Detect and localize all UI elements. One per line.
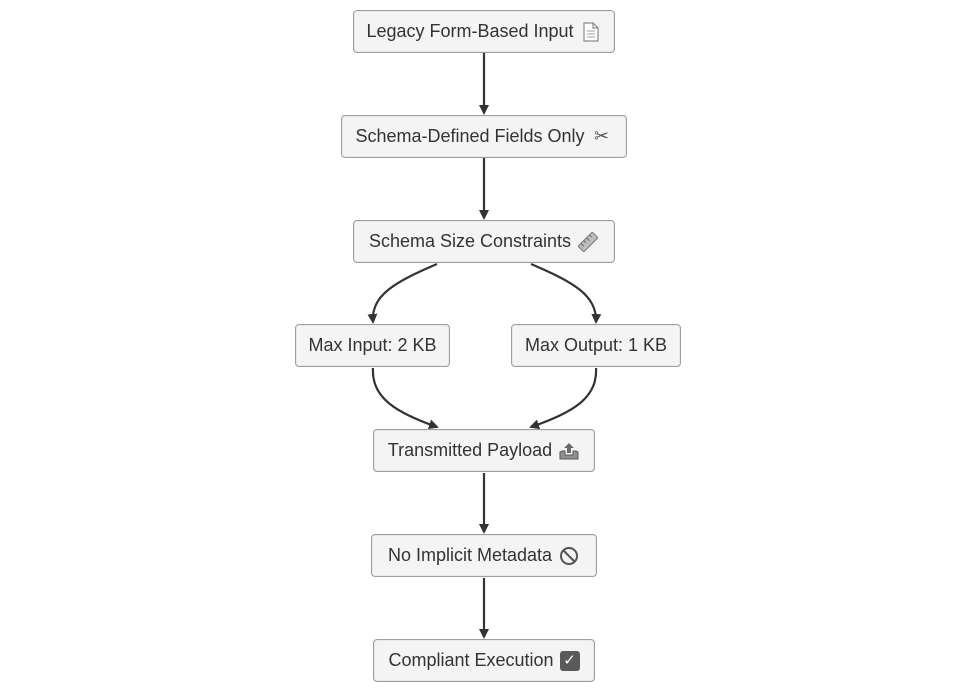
outbox-tray-icon — [558, 440, 580, 462]
node-transmitted-payload: Transmitted Payload — [373, 429, 595, 472]
node-label: Schema-Defined Fields Only — [355, 126, 585, 146]
node-compliant-execution: Compliant Execution ✓ — [373, 639, 595, 682]
node-max-output: Max Output: 1 KB — [511, 324, 681, 367]
edge-size-constraints-to-max-input — [367, 262, 438, 324]
node-max-input: Max Input: 2 KB — [295, 324, 450, 367]
node-legacy-form-based-input: Legacy Form-Based Input — [353, 10, 615, 53]
document-icon — [580, 21, 602, 43]
node-label: Legacy Form-Based Input — [366, 21, 574, 41]
check-box-icon: ✓ — [559, 650, 580, 671]
node-schema-size-constraints: Schema Size Constraints — [353, 220, 615, 263]
ruler-icon — [577, 231, 599, 253]
edge-size-constraints-to-max-output — [530, 262, 602, 324]
node-schema-defined-fields-only: Schema-Defined Fields Only ✂ — [341, 115, 627, 158]
node-label: Schema Size Constraints — [368, 231, 572, 251]
edge-max-input-to-payload — [371, 367, 439, 430]
node-label: Max Output: 1 KB — [524, 335, 668, 355]
node-label: Compliant Execution — [388, 650, 554, 670]
prohibited-icon — [558, 545, 580, 567]
node-label: Transmitted Payload — [387, 440, 553, 460]
node-no-implicit-metadata: No Implicit Metadata — [371, 534, 597, 577]
node-label: No Implicit Metadata — [387, 545, 553, 565]
edge-max-output-to-payload — [529, 367, 598, 430]
scissors-icon: ✂ — [594, 125, 610, 147]
node-label: Max Input: 2 KB — [308, 335, 437, 355]
